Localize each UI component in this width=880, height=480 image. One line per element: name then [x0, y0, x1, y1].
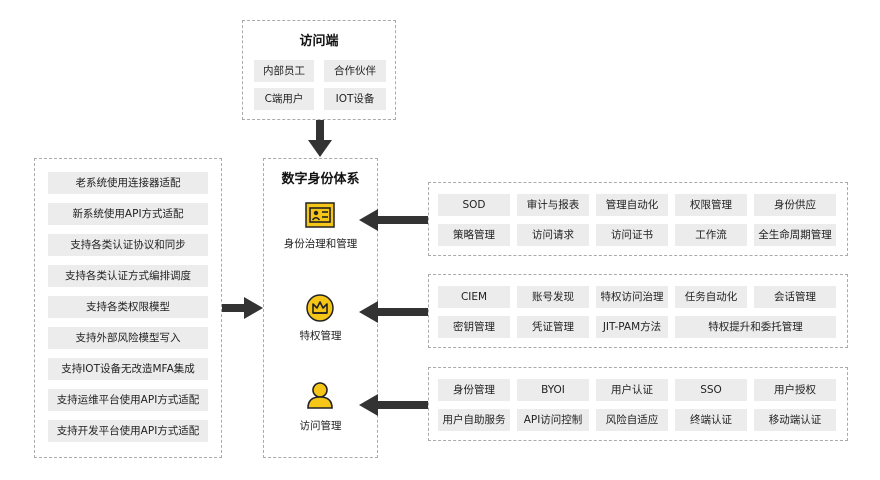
access-feature: BYOI — [517, 379, 589, 401]
crown-icon — [306, 294, 334, 322]
governance-feature: 全生命周期管理 — [754, 224, 836, 246]
integration-item: 支持外部风险模型写入 — [48, 327, 208, 349]
governance-feature: 策略管理 — [438, 224, 510, 246]
integration-item: 支持各类权限模型 — [48, 296, 208, 318]
module-label-access: 访问管理 — [299, 420, 342, 432]
access-endpoints-title: 访问端 — [299, 34, 339, 49]
id-card-icon — [305, 202, 335, 228]
access-feature: SSO — [675, 379, 747, 401]
module-label-governance: 身份治理和管理 — [283, 238, 358, 250]
privilege-feature: 特权访问治理 — [596, 286, 668, 308]
integration-item: 支持开发平台使用API方式适配 — [48, 420, 208, 442]
privilege-feature: JIT-PAM方法 — [596, 316, 668, 338]
access-feature: 用户自助服务 — [438, 409, 510, 431]
down-arrow — [308, 120, 332, 157]
integration-item: 支持运维平台使用API方式适配 — [48, 389, 208, 411]
privilege-feature: 特权提升和委托管理 — [675, 316, 836, 338]
access-feature: API访问控制 — [517, 409, 589, 431]
access-item-employee: 内部员工 — [254, 60, 314, 82]
governance-feature: 身份供应 — [754, 194, 836, 216]
module-label-privilege: 特权管理 — [299, 330, 342, 342]
privilege-feature: CIEM — [438, 286, 510, 308]
left-arrow — [359, 209, 428, 231]
right-arrow — [222, 297, 263, 319]
integration-item: 新系统使用API方式适配 — [48, 203, 208, 225]
privilege-feature: 账号发现 — [517, 286, 589, 308]
integration-item: 支持IOT设备无改造MFA集成 — [48, 358, 208, 380]
governance-feature: SOD — [438, 194, 510, 216]
access-item-iot: IOT设备 — [324, 88, 386, 110]
identity-system-title: 数字身份体系 — [281, 172, 360, 187]
access-item-partner: 合作伙伴 — [324, 60, 386, 82]
integration-item: 老系统使用连接器适配 — [48, 172, 208, 194]
access-feature: 终端认证 — [675, 409, 747, 431]
governance-feature: 审计与报表 — [517, 194, 589, 216]
access-feature: 身份管理 — [438, 379, 510, 401]
privilege-feature: 任务自动化 — [675, 286, 747, 308]
left-arrow — [359, 301, 428, 323]
integration-item: 支持各类认证协议和同步 — [48, 234, 208, 256]
user-icon — [307, 382, 333, 409]
governance-feature: 访问证书 — [596, 224, 668, 246]
access-feature: 用户授权 — [754, 379, 836, 401]
access-item-consumer: C端用户 — [254, 88, 314, 110]
access-feature: 风险自适应 — [596, 409, 668, 431]
governance-feature: 工作流 — [675, 224, 747, 246]
governance-feature: 权限管理 — [675, 194, 747, 216]
governance-feature: 管理自动化 — [596, 194, 668, 216]
privilege-feature: 会话管理 — [754, 286, 836, 308]
integration-item: 支持各类认证方式编排调度 — [48, 265, 208, 287]
governance-feature: 访问请求 — [517, 224, 589, 246]
access-feature: 用户认证 — [596, 379, 668, 401]
privilege-feature: 密钥管理 — [438, 316, 510, 338]
privilege-feature: 凭证管理 — [517, 316, 589, 338]
access-feature: 移动端认证 — [754, 409, 836, 431]
left-arrow — [359, 394, 428, 416]
